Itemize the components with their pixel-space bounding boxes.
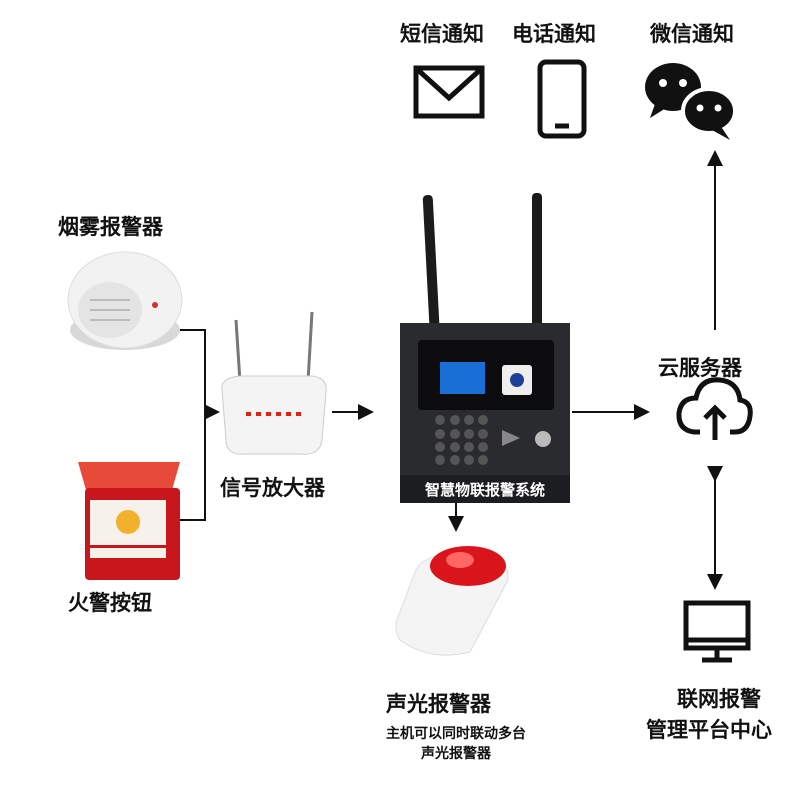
wechat-icon [645, 63, 737, 140]
sms-notify-label: 短信通知 [400, 22, 484, 46]
host-label: 智慧物联报警系统 [424, 481, 545, 499]
siren-note: 主机可以同时联动多台 声光报警器 [346, 724, 566, 764]
siren-note-line-1: 主机可以同时联动多台 [386, 726, 526, 742]
center-label-1: 联网报警 [677, 687, 761, 711]
cloud-label: 云服务器 [658, 356, 742, 380]
siren-note-line-2: 声光报警器 [421, 746, 491, 762]
smoke-detector-image [67, 251, 183, 350]
wechat-notify-label: 微信通知 [650, 22, 734, 46]
amplifier-label: 信号放大器 [220, 476, 325, 500]
center-label-2: 管理平台中心 [646, 718, 772, 742]
amplifier-image [221, 311, 327, 455]
cloud-upload-icon [676, 377, 753, 440]
siren-image [395, 546, 509, 656]
host-device-image [400, 193, 570, 503]
fire-button-label: 火警按钮 [68, 591, 152, 615]
phone-notify-label: 电话通知 [512, 22, 596, 46]
monitor-icon [683, 600, 751, 663]
smoke-line [178, 329, 206, 521]
smoke-detector-label: 烟雾报警器 [58, 215, 163, 239]
fire-button-image [78, 462, 180, 580]
siren-label: 声光报警器 [386, 692, 491, 716]
envelope-icon [413, 65, 485, 119]
phone-icon [537, 59, 587, 139]
